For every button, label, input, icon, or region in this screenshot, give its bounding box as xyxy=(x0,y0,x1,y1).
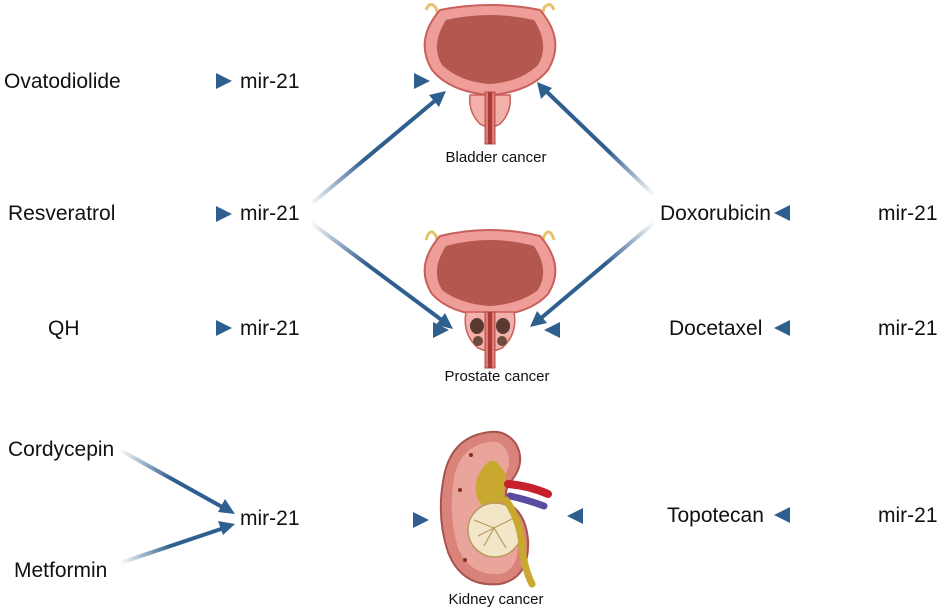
arrow-mir21-to-prostate-2 xyxy=(308,220,453,329)
arrow-mir21-to-bladder-1 xyxy=(308,73,430,89)
mirna-label-row3: mir-21 xyxy=(240,317,300,340)
drug-label-qh: QH xyxy=(48,317,80,340)
arrow-qh-to-mir21 xyxy=(95,320,232,336)
arrow-ovatodiolide-to-mir21 xyxy=(136,73,232,89)
drug-label-cordycepin: Cordycepin xyxy=(8,438,115,461)
arrow-mir21-to-kidney xyxy=(310,512,429,528)
arrow-mir21-to-topotecan xyxy=(774,507,872,523)
mirna-label-right-row2: mir-21 xyxy=(878,202,938,225)
arrow-mir21-to-docetaxel xyxy=(774,320,872,336)
arrow-metformin-to-mir21 xyxy=(119,521,235,565)
arrow-resveratrol-to-mir21 xyxy=(135,206,232,222)
organ-caption-bladder: Bladder cancer xyxy=(445,149,547,166)
arrow-doxorubicin-to-prostate xyxy=(530,220,657,327)
prostate-icon xyxy=(423,229,557,369)
mirna-label-row1: mir-21 xyxy=(240,70,300,93)
organ-caption-kidney: Kidney cancer xyxy=(448,591,544,608)
drug-label-ovatodiolide: Ovatodiolide xyxy=(4,70,121,93)
arrow-cordycepin-to-mir21 xyxy=(119,448,235,514)
drug-label-resveratrol: Resveratrol xyxy=(8,202,116,225)
organ-caption-prostate: Prostate cancer xyxy=(444,368,550,385)
arrow-mir21-to-bladder-2 xyxy=(308,91,446,207)
mirna-label-row4: mir-21 xyxy=(240,507,300,530)
drug-label-doxorubicin: Doxorubicin xyxy=(660,202,771,225)
arrow-doxorubicin-to-bladder xyxy=(537,82,657,198)
mirna-label-right-row3: mir-21 xyxy=(878,317,938,340)
arrow-mir21-to-doxorubicin xyxy=(774,205,872,221)
arrow-topotecan-to-kidney xyxy=(567,508,655,524)
arrow-docetaxel-to-prostate xyxy=(544,322,655,338)
drug-label-topotecan: Topotecan xyxy=(667,504,764,527)
arrow-mir21-to-prostate-3 xyxy=(308,322,449,338)
drug-label-metformin: Metformin xyxy=(14,559,108,582)
kidney-icon xyxy=(439,430,552,588)
bladder-icon xyxy=(423,3,557,145)
mirna-label-right-row4: mir-21 xyxy=(878,504,938,527)
mirna-label-row2: mir-21 xyxy=(240,202,300,225)
drug-label-docetaxel: Docetaxel xyxy=(669,317,763,340)
